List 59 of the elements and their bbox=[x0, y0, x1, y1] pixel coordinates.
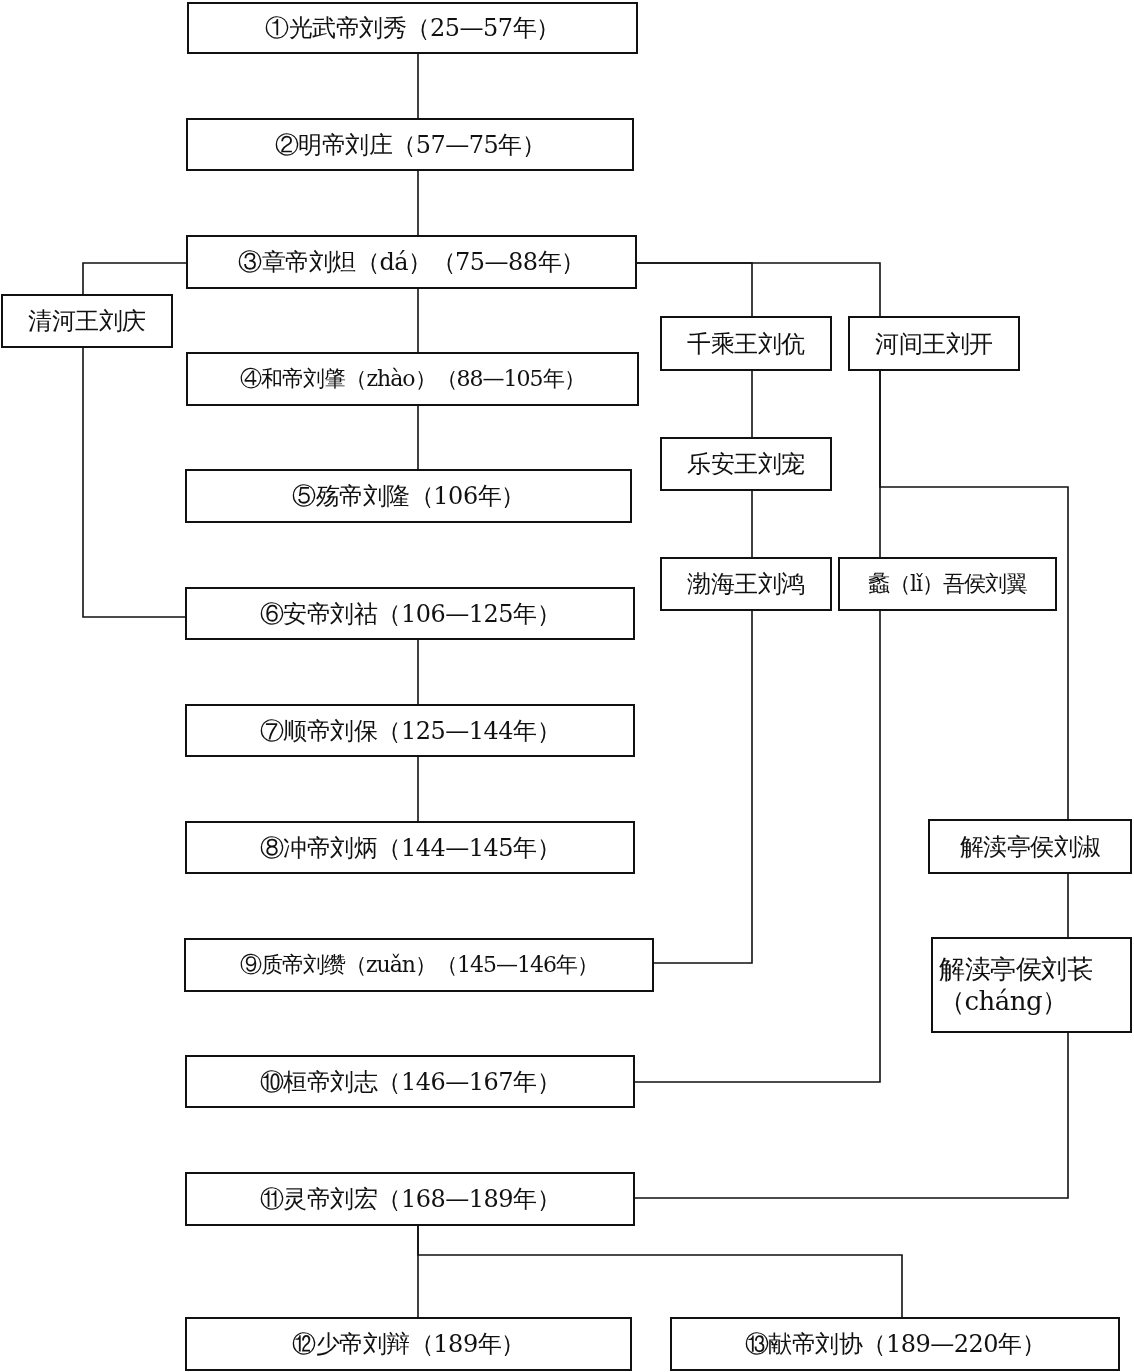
name-label: ②明帝刘庄（57—75年） bbox=[274, 129, 546, 160]
connector-line bbox=[751, 490, 753, 558]
connector-line bbox=[417, 639, 419, 705]
person-box bbox=[185, 1317, 632, 1371]
person-box bbox=[185, 1055, 635, 1108]
connector-line bbox=[417, 1225, 903, 1318]
connector-line bbox=[879, 370, 1069, 820]
person-box bbox=[1, 294, 173, 348]
connector-line bbox=[634, 610, 881, 1083]
person-box bbox=[660, 316, 832, 371]
person-box bbox=[184, 938, 654, 992]
name-label: ⑦顺帝刘保（125—144年） bbox=[259, 715, 561, 746]
name-label: ⑧冲帝刘炳（144—145年） bbox=[259, 832, 561, 863]
person-box bbox=[660, 437, 832, 491]
connector-line bbox=[417, 170, 419, 236]
person-box bbox=[928, 819, 1132, 874]
name-label: 清河王刘庆 bbox=[28, 306, 146, 336]
person-box bbox=[185, 704, 635, 757]
person-box bbox=[186, 118, 634, 171]
name-label: ⑫少帝刘辩（189年） bbox=[292, 1329, 525, 1359]
name-label: 解渎亭侯刘苌（cháng） bbox=[939, 952, 1093, 1018]
name-label: ⑤殇帝刘隆（106年） bbox=[292, 481, 525, 511]
connector-line bbox=[417, 405, 419, 470]
person-box bbox=[186, 352, 639, 406]
name-label: ③章帝刘炟（dá）（75—88年） bbox=[238, 247, 585, 277]
name-label: ①光武帝刘秀（25—57年） bbox=[265, 13, 560, 43]
person-box bbox=[186, 235, 637, 289]
name-label: 河间王刘开 bbox=[875, 328, 993, 359]
name-label: ④和帝刘肇（zhào）（88—105年） bbox=[240, 365, 585, 393]
name-label: ⑥安帝刘祜（106—125年） bbox=[259, 598, 561, 629]
person-box bbox=[660, 557, 832, 611]
name-label: 乐安王刘宠 bbox=[687, 449, 805, 479]
connector-line bbox=[82, 262, 187, 295]
name-label: ⑪灵帝刘宏（168—189年） bbox=[259, 1184, 561, 1214]
connector-line bbox=[417, 756, 419, 822]
connector-line bbox=[636, 262, 881, 317]
person-box bbox=[185, 587, 635, 640]
name-label: ⑩桓帝刘志（146—167年） bbox=[259, 1066, 561, 1097]
connector-line bbox=[417, 288, 419, 353]
connector-line bbox=[417, 53, 419, 119]
connector-line bbox=[653, 610, 753, 964]
connector-line bbox=[751, 370, 753, 438]
person-box bbox=[185, 821, 635, 874]
name-label: 蠡（lǐ）吾侯刘翼 bbox=[867, 570, 1028, 598]
person-box bbox=[185, 469, 632, 523]
name-label: 渤海王刘鸿 bbox=[687, 569, 805, 599]
connector-line bbox=[1067, 873, 1069, 938]
person-box bbox=[838, 557, 1057, 611]
person-box bbox=[848, 316, 1020, 371]
connector-line bbox=[634, 1032, 1069, 1199]
connector-line bbox=[82, 347, 186, 618]
person-box bbox=[670, 1317, 1120, 1371]
name-label: 解渎亭侯刘淑 bbox=[959, 831, 1101, 862]
person-box bbox=[185, 1172, 635, 1226]
name-label: ⑨质帝刘缵（zuǎn）（145—146年） bbox=[240, 951, 598, 979]
name-label: 千乘王刘伉 bbox=[687, 328, 805, 359]
name-label: ⑬献帝刘协（189—220年） bbox=[744, 1329, 1046, 1359]
person-box bbox=[187, 2, 638, 54]
person-box bbox=[931, 937, 1132, 1033]
